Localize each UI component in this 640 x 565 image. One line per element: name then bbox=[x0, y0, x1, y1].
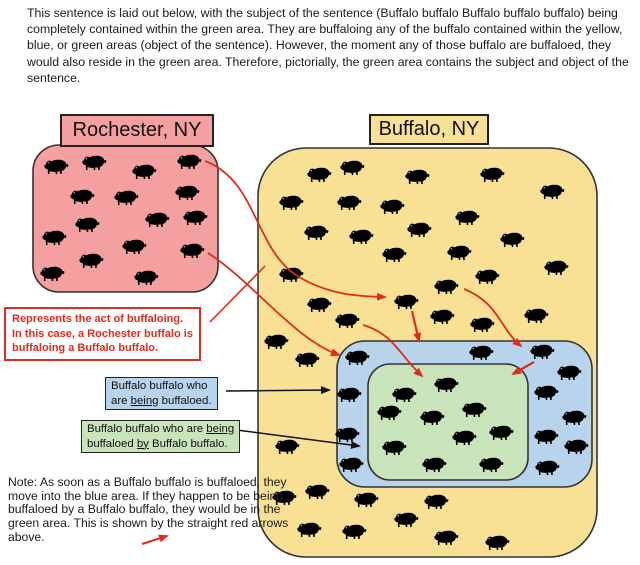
callout-line: Represents the act of buffaloing. bbox=[12, 313, 184, 325]
green-area-label: Buffalo buffalo who are being buffaloed … bbox=[81, 420, 241, 453]
green-label-line2: buffaloed by Buffalo buffalo. bbox=[87, 437, 228, 450]
rochester-title-box: Rochester, NY bbox=[60, 114, 214, 147]
blue-area-label: Buffalo buffalo who are being buffaloed. bbox=[105, 377, 218, 410]
callout-line: In this case, a Rochester buffalo is bbox=[12, 327, 193, 340]
buffaloing-arrow-yellow-to-blue bbox=[463, 288, 523, 348]
move-to-blue-arrow bbox=[410, 310, 422, 343]
move-to-green-arrow bbox=[511, 361, 535, 375]
note-paragraph: Note: As soon as a Buffalo buffalo is bu… bbox=[8, 475, 289, 544]
callout-line: buffaloing a Buffalo buffalo. bbox=[12, 342, 159, 354]
buffalo-title: Buffalo, NY bbox=[378, 118, 480, 140]
arrow-layer bbox=[141, 160, 535, 545]
callout-leader-line bbox=[209, 265, 266, 323]
buffaloing-callout: Represents the act of buffaloing. In thi… bbox=[4, 307, 201, 361]
buffaloing-arrow-yellow-to-green bbox=[362, 324, 424, 378]
blue-label-pointer bbox=[225, 386, 331, 395]
green-label-pointer bbox=[228, 428, 361, 449]
rochester-title: Rochester, NY bbox=[72, 119, 202, 141]
blue-label-line2: are being buffaloed. bbox=[111, 394, 212, 407]
buffalo-title-box: Buffalo, NY bbox=[369, 114, 489, 145]
buffaloing-arrow-rochester-to-blue bbox=[207, 252, 341, 357]
intro-paragraph: This sentence is laid out below, with th… bbox=[27, 6, 629, 85]
buffaloing-arrow-rochester-to-yellow bbox=[204, 160, 387, 301]
note-red-arrow bbox=[141, 534, 169, 545]
blue-label-line1: Buffalo buffalo who bbox=[111, 380, 208, 392]
green-label-line1: Buffalo buffalo who are being bbox=[87, 423, 235, 435]
